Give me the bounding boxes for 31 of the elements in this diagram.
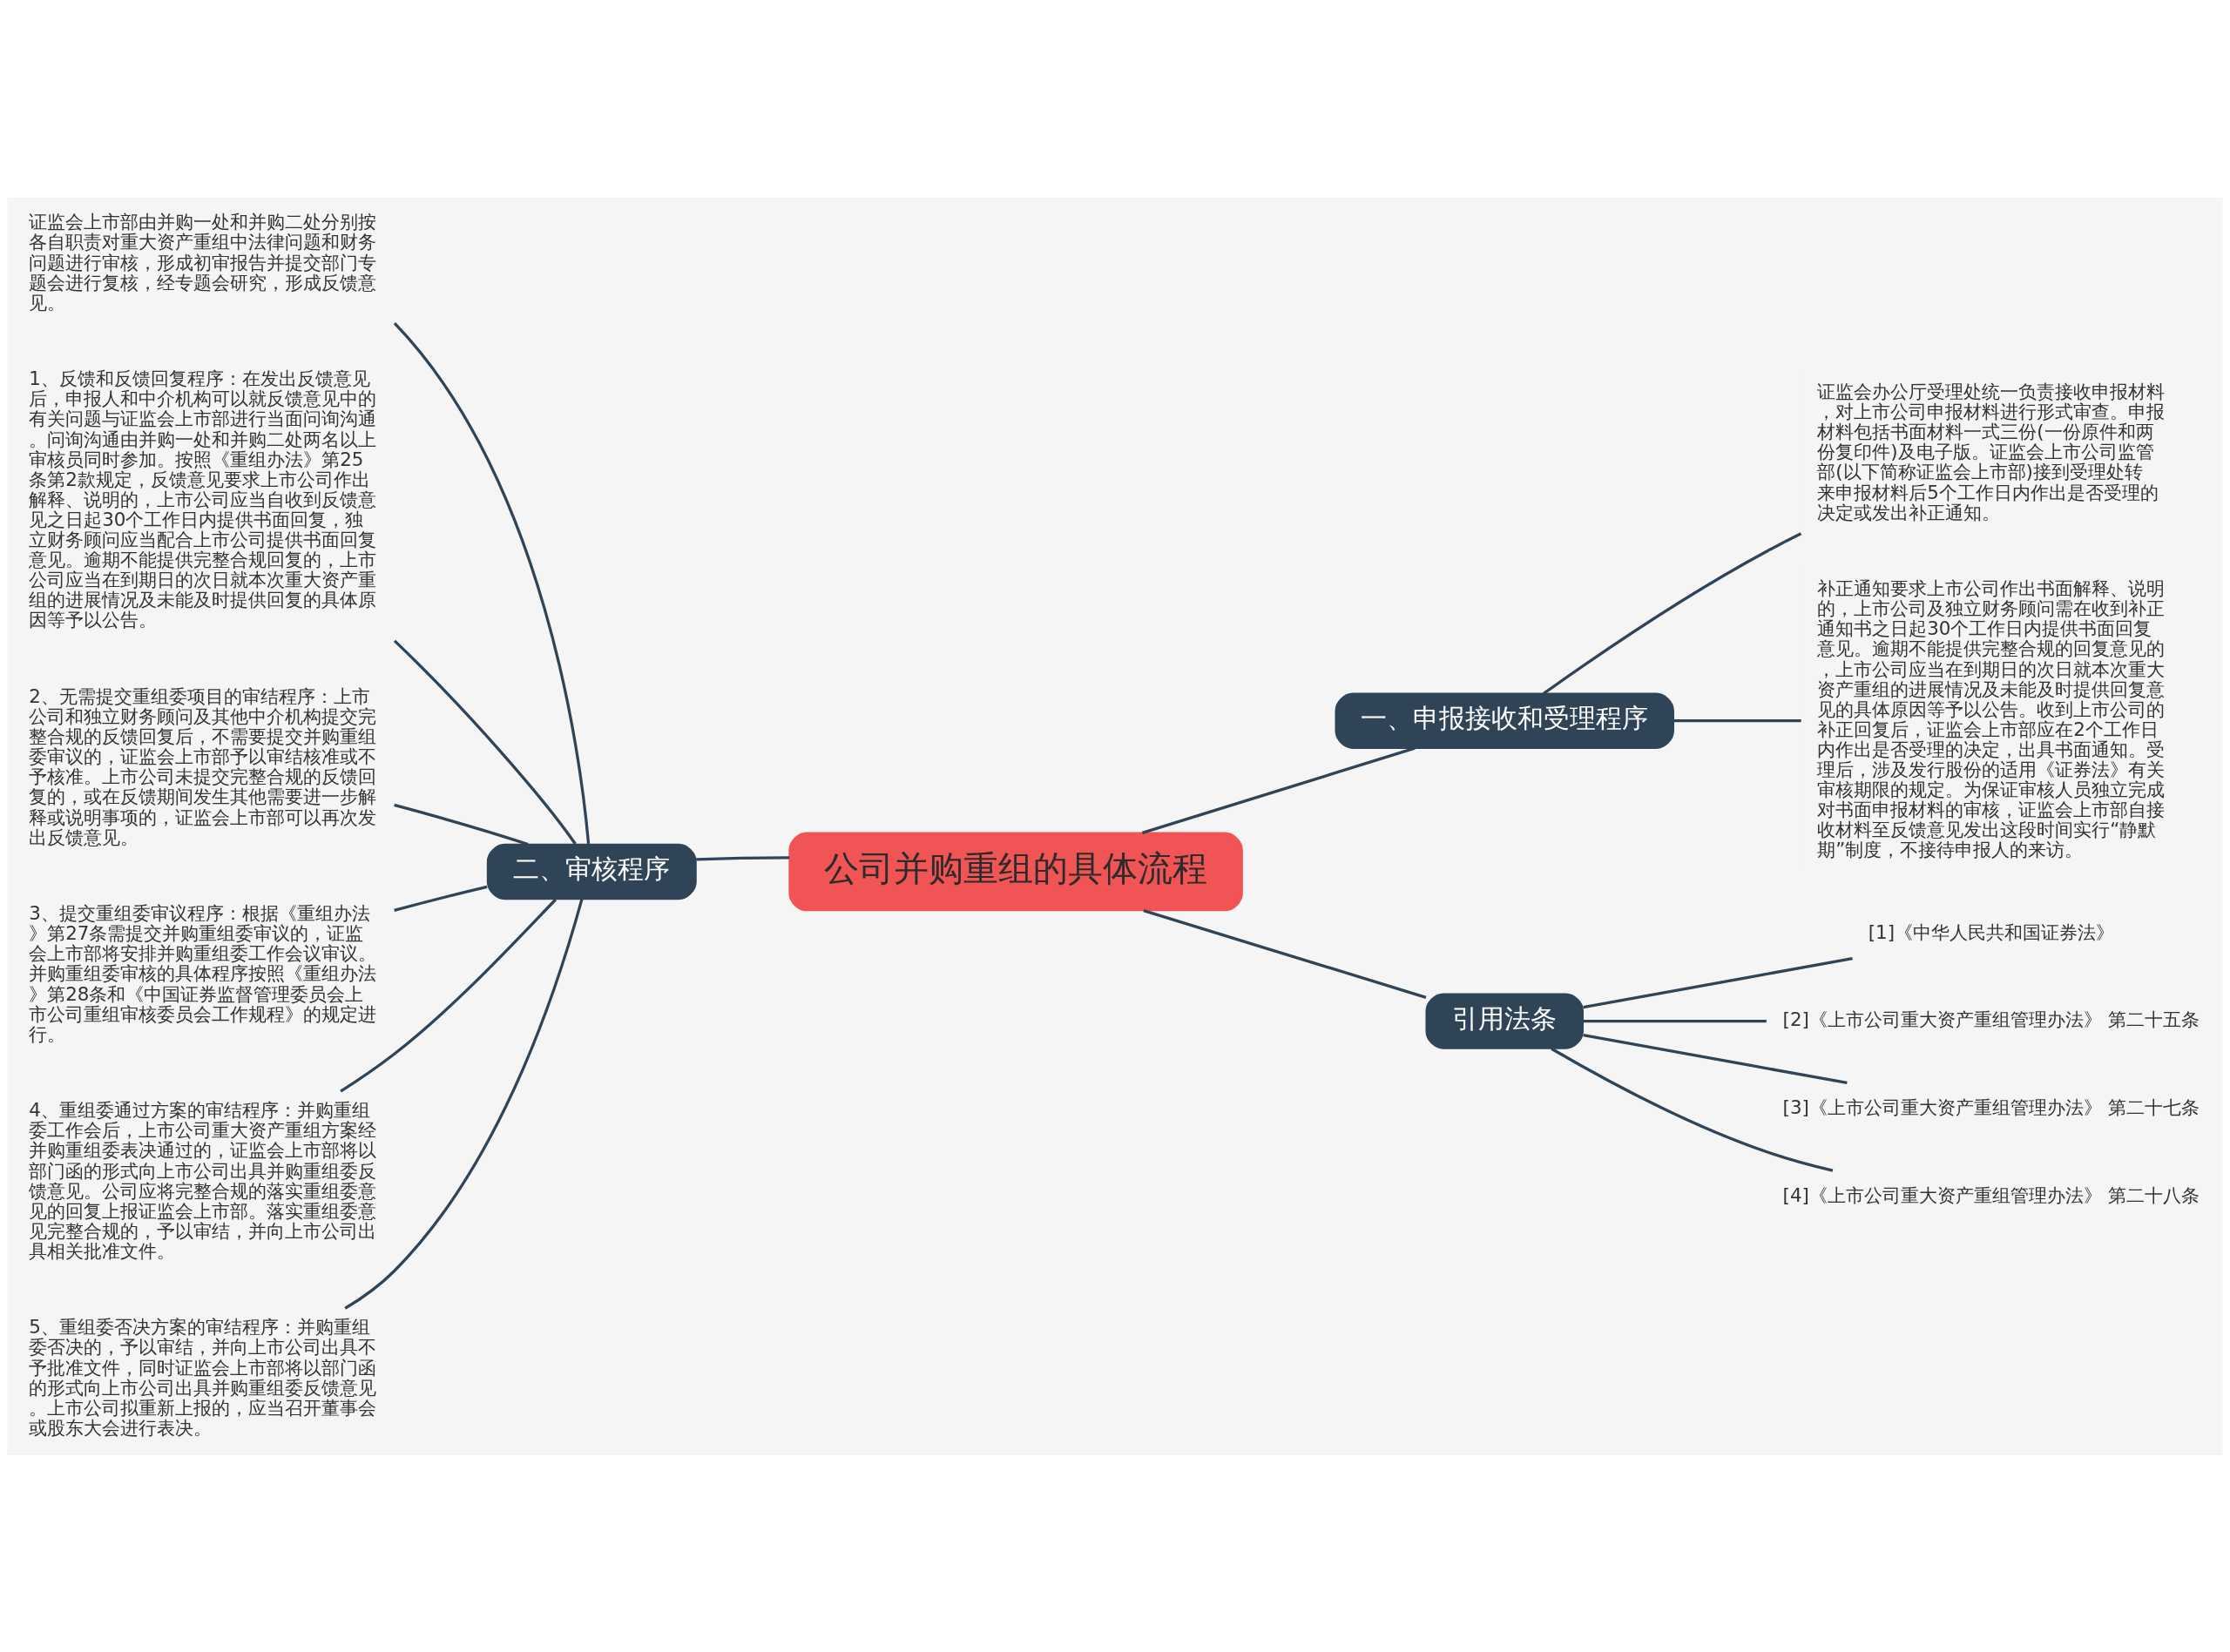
- connector: [394, 885, 488, 912]
- connector: [340, 898, 557, 1093]
- connector: [393, 639, 577, 845]
- connector: [696, 855, 790, 861]
- node-text: 4、重组委通过方案的审结程序：并购重组委工作会后，上市公司重大资产重组方案经并购重组委表决通过的，证监会上市部将以部门函的形式向上市公司出具并购重组委反馈意见。公司应将完整合规的落实重组委意见的回复上报证监会上市部。落实重组委意见完整合规的，予以审结，并向上市公司出具相关批准文件。: [29, 1098, 377, 1262]
- node-text: [1]《中华人民共和国证券法》: [1868, 920, 2115, 943]
- node-text: [2]《上市公司重大资产重组管理办法》 第二十五条: [1782, 1008, 2200, 1030]
- node-text: [4]《上市公司重大资产重组管理办法》 第二十八条: [1782, 1183, 2200, 1206]
- node-text: [3]《上市公司重大资产重组管理办法》 第二十七条: [1782, 1096, 2200, 1118]
- node-text: 5、重组委否决方案的审结程序：并购重组委否决的，予以审结，并向上市公司出具不予批准文件，同时证监会上市部将以部门函的形式向上市公司出具并购重组委反馈意见。上市公司拟重新上报的，应当召开董事会或股东大会进行表决。: [29, 1315, 377, 1439]
- node-text: 补正通知要求上市公司作出书面解释、说明的，上市公司及独立财务顾问需在收到补正通知书之日起30个工作日内提供书面回复意见。逾期不能提供完整合规的回复意见的，上市公司应当在到期日的次日就本次重大资产重组的进展情况及未能及时提供回复意见的具体原因等予以公告。收到上市公司的补正回复后，证监会上市部应在2个工作日内作出是否受理的决定，出具书面通知。受理后，涉及发行股份的适用《证券法》有关审核期限的规定。为保证审核人员独立完成对书面申报材料的审核，证监会上市部自接收材料至反馈意见发出这段时间实行“静默期”制度，不接待申报人的来访。: [1817, 577, 2166, 860]
- node-text: 3、提交重组委审议程序：根据《重组办法》第27条需提交并购重组委审议的，证监会上市部将安排并购重组委工作会议审议。并购重组委审核的具体程序按照《重组办法》第28条和《中国证券监督管理委员会上市公司重组审核委员会工作规程》的规定进行。: [29, 901, 377, 1045]
- node-box: 公司并购重组的具体流程: [788, 832, 1243, 911]
- connector: [1141, 746, 1416, 834]
- connector: [1143, 908, 1427, 999]
- connector: [1551, 1047, 1834, 1172]
- connector: [1583, 1019, 1767, 1022]
- node-text: 证监会上市部由并购一处和并购二处分别按各自职责对重大资产重组中法律问题和财务问题进行审核，形成初审报告并提交部门专题会进行复核，经专题会研究，形成反馈意见。: [29, 210, 377, 314]
- connector: [1583, 956, 1853, 1008]
- connector: [394, 803, 529, 846]
- node-text: 1、反馈和反馈回复程序：在发出反馈意见后，申报人和中介机构可以就反馈意见中的有关问题与证监会上市部进行当面问询沟通。问询沟通由并购一处和并购二处两名以上审核员同时参加。按照《重组办法》第25条第2款规定，反馈意见要求上市公司作出解释、说明的，上市公司应当自收到反馈意见之日起30个工作日内提供书面回复，独立财务顾问应当配合上市公司提供书面回复意见。逾期不能提供完整合规回复的，上市公司应当在到期日的次日就本次重大资产重组的进展情况及未能及时提供回复的具体原因等予以公告。: [29, 367, 377, 630]
- connector: [1543, 531, 1802, 695]
- connector: [393, 321, 591, 844]
- connector: [1673, 718, 1801, 722]
- connector: [1583, 1033, 1848, 1084]
- node-text: 证监会办公厅受理处统一负责接收申报材料，对上市公司申报材料进行形式审查。申报材料包括书面材料一式三份(一份原件和两份复印件)及电子版。证监会上市公司监管部(以下简称证监会上市部)接到受理处转来申报材料后5个工作日内作出是否受理的决定或发出补正通知。: [1817, 380, 2166, 523]
- node-box: 引用法条: [1425, 992, 1584, 1049]
- connector: [344, 898, 584, 1310]
- node-box: 二、审核程序: [486, 843, 697, 900]
- node-text: 2、无需提交重组委项目的审结程序：上市公司和独立财务顾问及其他中介机构提交完整合规的反馈回复后，不需要提交并购重组委审议的，证监会上市部予以审结核准或不予核准。上市公司未提交完整合规的反馈回复的，或在反馈期间发生其他需要进一步解释或说明事项的，证监会上市部可以再次发出反馈意见。: [29, 684, 377, 848]
- node-box: 一、申报接收和受理程序: [1335, 692, 1674, 749]
